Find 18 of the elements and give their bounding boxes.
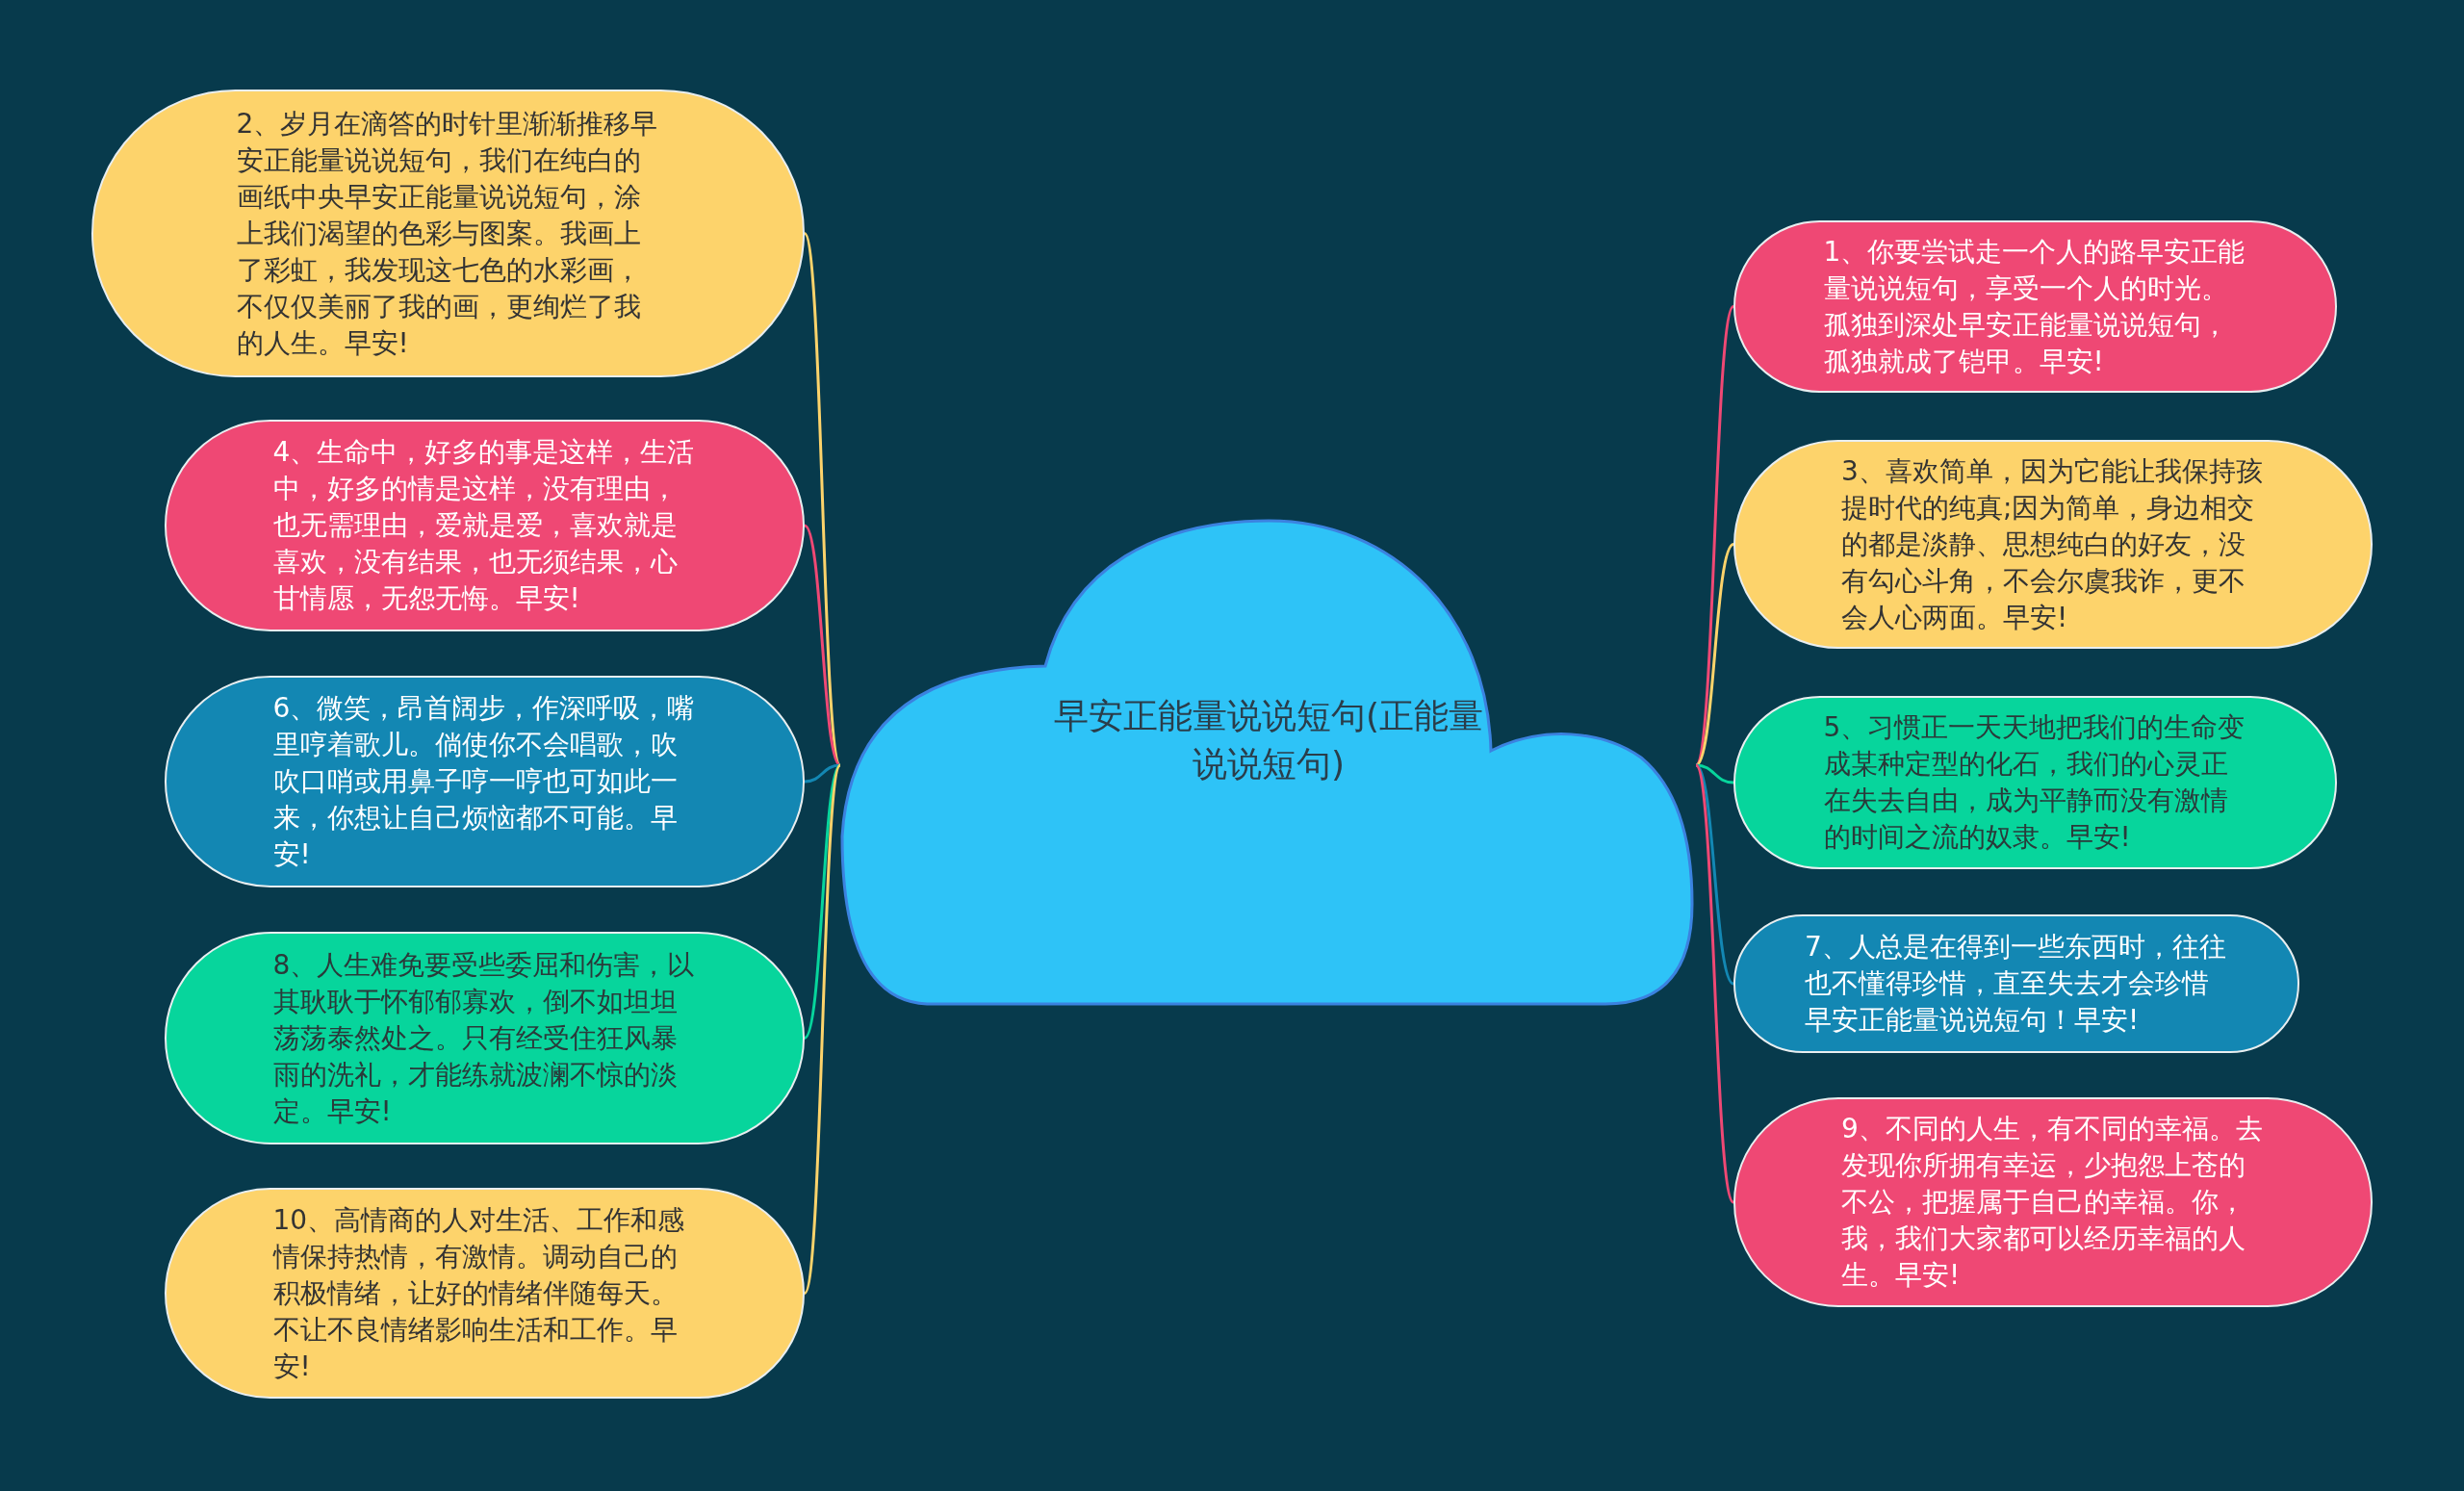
topic-text: 4、生命中，好多的事是这样，生活中，好多的情是这样，没有理由，也无需理由，爱就是爱，喜欢就是喜欢，没有结果，也无须结果，心甘情愿，无怨无悔。早安! bbox=[272, 435, 696, 616]
topic-text: 1、你要尝试走一个人的路早安正能量说说短句，享受一个人的时光。孤独到深处早安正能量说说短句，孤独就成了铠甲。早安! bbox=[1823, 234, 2246, 379]
topic-text: 7、人总是在得到一些东西时，往往也不懂得珍惜，直至失去才会珍惜早安正能量说说短句！早安! bbox=[1805, 930, 2227, 1038]
connector-line bbox=[803, 525, 842, 766]
topic-text: 3、喜欢简单，因为它能让我保持孩提时代的纯真;因为简单，身边相交的都是淡静、思想纯白的好友，没有勾心斗角，不会尔虞我诈，更不会人心两面。早安! bbox=[1841, 453, 2264, 635]
topic-text: 6、微笑，昂首阔步，作深呼吸，嘴里哼着歌儿。倘使你不会唱歌，吹吹口哨或用鼻子哼一哼也可如此一来，你想让自己烦恼都不可能。早安! bbox=[272, 691, 696, 872]
connector-line bbox=[1695, 763, 1734, 784]
topic-text: 8、人生难免要受些委屈和伤害，以其耿耿于怀郁郁寡欢，倒不如坦坦荡荡泰然处之。只有经受住狂风暴雨的洗礼，才能练就波澜不惊的淡定。早安! bbox=[272, 947, 696, 1129]
topic-title: 早安正能量说说短句(正能量说说短句) bbox=[1052, 695, 1484, 785]
connector-line bbox=[1694, 543, 1735, 767]
connector-line bbox=[1694, 764, 1735, 1203]
topic-text: 2、岁月在滴答的时针里渐渐推移早安正能量说说短句，我们在纯白的画纸中央早安正能量说说短句，涂上我们渴望的色彩与图案。我画上了彩虹，我发现这七色的水彩画，不仅仅美丽了我的画，更绚烂了我的人生。早安! bbox=[236, 106, 659, 361]
topic-text: 5、习惯正一天天地把我们的生命变成某种定型的化石，我们的心灵正在失去自由，成为平静而没有激情的时间之流的奴隶。早安! bbox=[1823, 710, 2246, 855]
connector-line bbox=[803, 764, 842, 1295]
topic-text: 10、高情商的人对生活、工作和感情保持热情，有激情。调动自己的积极情绪，让好的情绪伴随每天。不让不良情绪影响生活和工作。早安! bbox=[272, 1202, 686, 1384]
connector-line bbox=[804, 763, 841, 784]
topic-text: 9、不同的人生，有不同的幸福。去发现你所拥有幸运，少抱怨上苍的不公，把握属于自己的幸福。你，我，我们大家都可以经历幸福的人生。早安! bbox=[1841, 1112, 2264, 1293]
connector-line bbox=[1694, 305, 1735, 766]
